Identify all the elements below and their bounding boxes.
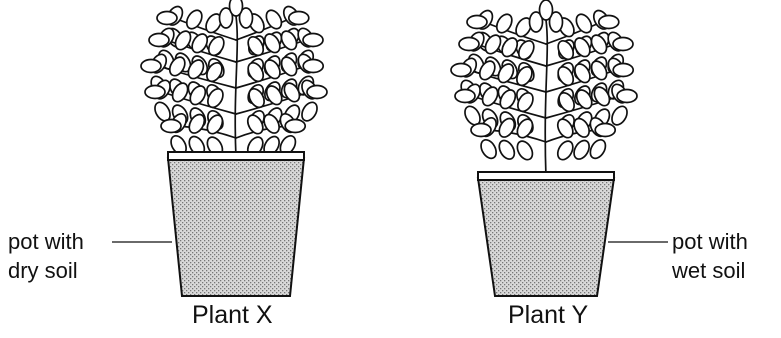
leaf: [455, 90, 475, 103]
leaf: [157, 12, 177, 25]
leaf: [471, 124, 491, 137]
plant-x: [112, 0, 327, 296]
leaf: [459, 38, 479, 51]
leaf: [478, 137, 499, 161]
leaf: [230, 0, 243, 16]
plant-x-pot-label-line2: dry soil: [8, 258, 78, 284]
leaf: [609, 104, 630, 128]
leaf: [613, 64, 633, 77]
plant-y-pot-label-line2: wet soil: [672, 258, 745, 284]
leaf: [595, 124, 615, 137]
leaf: [451, 64, 471, 77]
plant-x-pot: [168, 152, 304, 296]
leaf: [555, 138, 576, 162]
plant-y-pot: [478, 172, 614, 296]
leaf: [141, 60, 161, 73]
plant-y-foliage: [451, 0, 637, 178]
leaf: [145, 86, 165, 99]
plant-x-caption: Plant X: [192, 300, 273, 330]
plant-y-caption: Plant Y: [508, 300, 588, 330]
leaf: [540, 0, 553, 20]
leaf: [161, 120, 181, 133]
leaf: [285, 120, 305, 133]
leaf: [299, 100, 320, 124]
leaf: [307, 86, 327, 99]
leaf: [599, 16, 619, 29]
leaf: [613, 38, 633, 51]
plant-x-pot-label-line1: pot with: [8, 229, 84, 255]
plant-y: [451, 0, 668, 296]
leaf: [514, 138, 535, 162]
leaf: [289, 12, 309, 25]
leaf: [571, 138, 592, 162]
leaf: [149, 34, 169, 47]
leaf: [587, 137, 608, 161]
plant-x-foliage: [141, 0, 327, 158]
leaf: [303, 34, 323, 47]
plant-y-pot-label-line1: pot with: [672, 229, 748, 255]
leaf: [467, 16, 487, 29]
leaf: [496, 138, 517, 162]
leaf: [303, 60, 323, 73]
leaf: [617, 90, 637, 103]
